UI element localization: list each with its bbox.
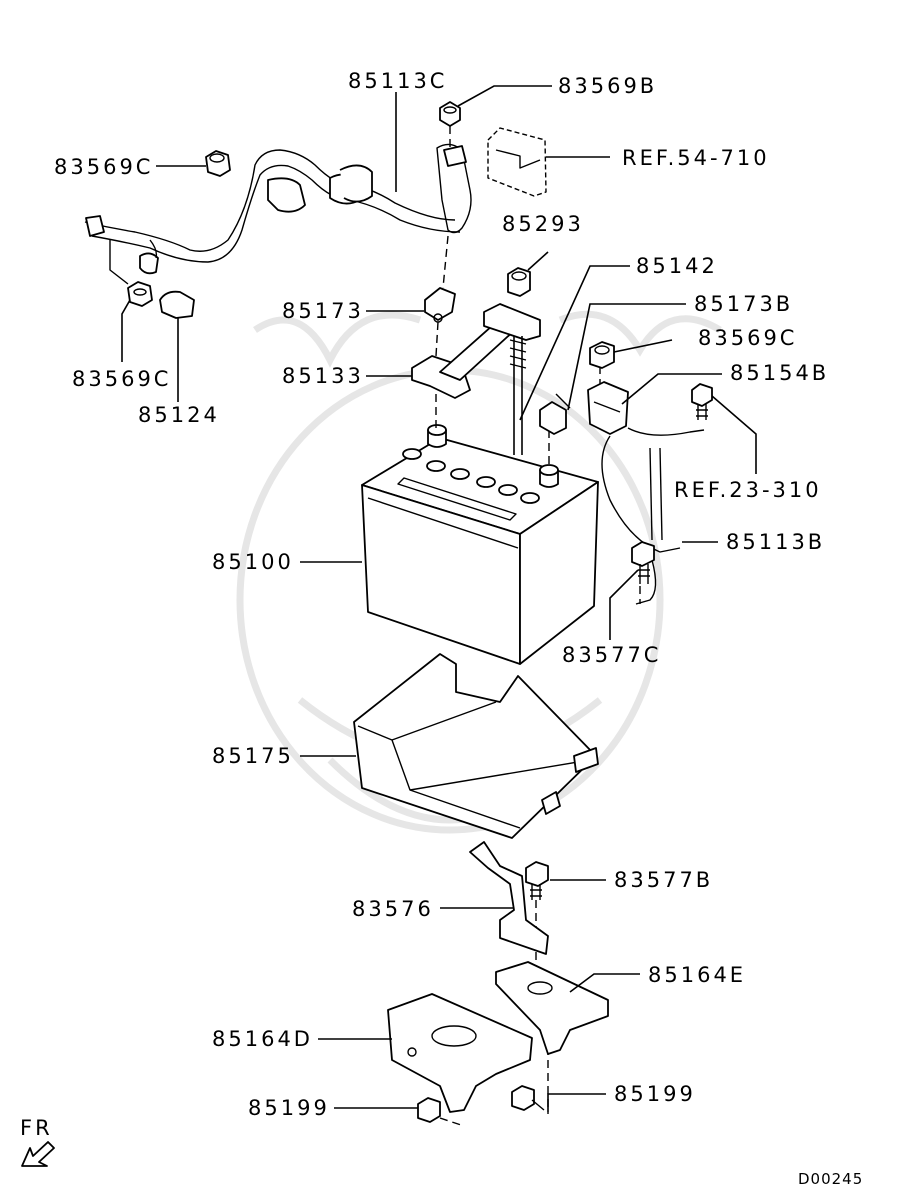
bracket-83576 bbox=[469, 841, 549, 955]
bolt-85199-left bbox=[417, 1097, 441, 1123]
label-85175: 85175 bbox=[212, 744, 294, 768]
label-85164e: 85164E bbox=[648, 963, 746, 987]
label-85199-right: 85199 bbox=[614, 1082, 696, 1106]
label-83569c-left: 83569C bbox=[72, 367, 171, 391]
label-83576: 83576 bbox=[352, 897, 434, 921]
label-85133: 85133 bbox=[282, 364, 364, 388]
battery-terminal-pos bbox=[539, 464, 559, 488]
nut-83569c-left bbox=[127, 281, 153, 307]
wiring-harness-85113c bbox=[84, 143, 472, 275]
label-85154b: 85154B bbox=[730, 361, 829, 385]
front-direction-indicator: FR bbox=[20, 1116, 55, 1167]
leader-lines bbox=[121, 85, 757, 1112]
terminal-85173 bbox=[424, 287, 456, 323]
label-85173: 85173 bbox=[282, 299, 364, 323]
rod-85142 bbox=[509, 336, 527, 455]
fr-arrow-icon bbox=[21, 1141, 55, 1167]
label-ref-54-710: REF.54-710 bbox=[622, 146, 770, 170]
label-85164d: 85164D bbox=[212, 1027, 313, 1051]
battery-tray-85175 bbox=[353, 653, 599, 839]
label-85173b: 85173B bbox=[694, 292, 793, 316]
bracket-85164d bbox=[387, 993, 533, 1113]
label-85199-left: 85199 bbox=[248, 1096, 330, 1120]
cable-85113b bbox=[601, 427, 705, 605]
label-85293: 85293 bbox=[502, 212, 584, 236]
ref-54-710-bracket bbox=[487, 127, 547, 197]
label-83569c-top: 83569C bbox=[54, 155, 153, 179]
battery-caps bbox=[402, 448, 540, 504]
label-83569b: 83569B bbox=[558, 74, 657, 98]
label-83569c-right: 83569C bbox=[698, 326, 797, 350]
drawing-code: D00245 bbox=[798, 1170, 863, 1187]
fusible-link-85154b bbox=[587, 381, 629, 435]
label-85100: 85100 bbox=[212, 550, 294, 574]
hold-down-bracket-85133 bbox=[411, 303, 541, 399]
bolt-ref-23-310 bbox=[691, 383, 713, 420]
nut-85293 bbox=[507, 267, 531, 297]
battery-terminal-neg bbox=[427, 424, 447, 448]
bracket-85164e bbox=[495, 961, 609, 1055]
clip-85124 bbox=[159, 290, 195, 319]
nut-83569c-right bbox=[589, 341, 615, 369]
bolt-83577c bbox=[631, 541, 655, 584]
terminal-85173b bbox=[539, 393, 571, 435]
label-85113b: 85113B bbox=[726, 530, 825, 554]
label-85113c: 85113C bbox=[348, 69, 447, 93]
bolt-83577b bbox=[525, 861, 549, 900]
nut-83569b bbox=[439, 101, 461, 127]
label-85142: 85142 bbox=[636, 254, 718, 278]
fr-label: FR bbox=[20, 1116, 53, 1140]
bolt-85199-right bbox=[511, 1085, 545, 1111]
label-83577b: 83577B bbox=[614, 868, 713, 892]
nut-83569c-top bbox=[205, 150, 231, 177]
label-85124: 85124 bbox=[138, 403, 220, 427]
label-ref-23-310: REF.23-310 bbox=[674, 478, 822, 502]
alignment-lines bbox=[435, 126, 641, 1127]
battery-85100 bbox=[361, 424, 599, 665]
label-83577c: 83577C bbox=[562, 643, 661, 667]
